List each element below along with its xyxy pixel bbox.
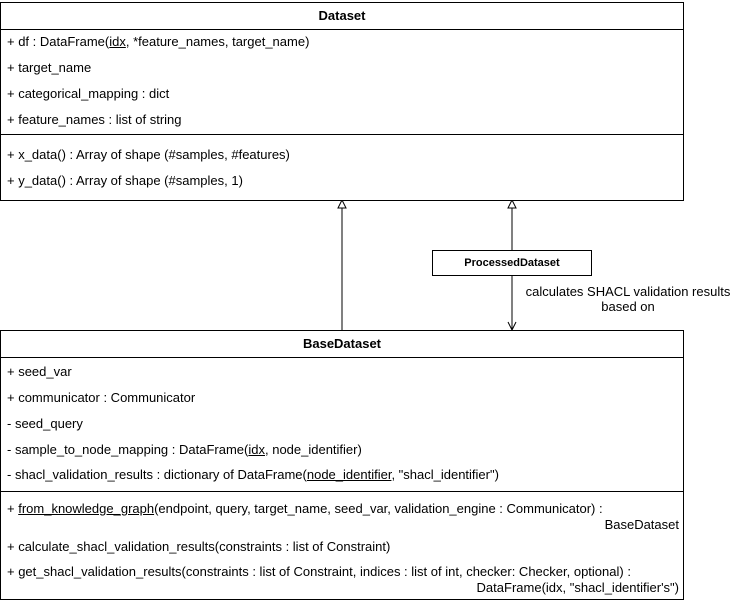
- fkg-prefix: +: [7, 501, 19, 516]
- processed-generalization-arrowhead: [507, 198, 517, 209]
- dataset-separator: [1, 134, 683, 135]
- attribute-df-prefix: + df : DataFrame(: [7, 34, 110, 49]
- attribute-target-name: + target_name: [7, 60, 92, 75]
- mapping-idx: idx: [248, 442, 265, 457]
- association-label-line1: calculates SHACL validation results: [525, 284, 731, 299]
- attribute-df: + df : DataFrame(idx, *feature_names, ta…: [7, 34, 677, 49]
- dataset-class-title: Dataset: [1, 3, 683, 30]
- base-dataset-class-title: BaseDataset: [1, 331, 683, 358]
- method-get-shacl-validation-results: + get_shacl_validation_results(constrain…: [7, 564, 631, 579]
- attribute-df-idx: idx: [109, 34, 126, 49]
- method-from-knowledge-graph-return: BaseDataset: [604, 517, 679, 532]
- fkg-name: from_knowledge_graph: [18, 501, 155, 516]
- attribute-seed-query: - seed_query: [7, 416, 83, 431]
- base-dataset-class: BaseDataset + seed_var + communicator : …: [0, 330, 684, 600]
- attribute-feature-names: + feature_names : list of string: [7, 112, 182, 127]
- mapping-suffix: , node_identifier): [264, 442, 362, 457]
- method-from-knowledge-graph: + from_knowledge_graph(endpoint, query, …: [7, 501, 677, 516]
- association-label-line2: based on: [601, 299, 655, 314]
- attribute-df-suffix: , *feature_names, target_name): [125, 34, 310, 49]
- method-get-shacl-validation-results-return: DataFrame(idx, "shacl_identifier's"): [476, 580, 679, 595]
- base-dataset-separator: [1, 491, 683, 492]
- method-y-data: + y_data() : Array of shape (#samples, 1…: [7, 173, 243, 188]
- method-calculate-shacl-validation-results: + calculate_shacl_validation_results(con…: [7, 539, 391, 554]
- processed-dataset-class: ProcessedDataset: [432, 250, 592, 276]
- generalization-arrowhead: [337, 198, 347, 209]
- dataset-class: Dataset + df : DataFrame(idx, *feature_n…: [0, 2, 684, 201]
- shacl-prefix: - shacl_validation_results : dictionary …: [7, 467, 307, 482]
- attribute-shacl-validation-results: - shacl_validation_results : dictionary …: [7, 467, 677, 482]
- shacl-node-identifier: node_identifier: [306, 467, 392, 482]
- method-x-data: + x_data() : Array of shape (#samples, #…: [7, 147, 290, 162]
- shacl-suffix: , "shacl_identifier"): [391, 467, 499, 482]
- attribute-sample-to-node-mapping: - sample_to_node_mapping : DataFrame(idx…: [7, 442, 677, 457]
- attribute-categorical-mapping: + categorical_mapping : dict: [7, 86, 170, 101]
- fkg-params: (endpoint, query, target_name, seed_var,…: [154, 501, 603, 516]
- mapping-prefix: - sample_to_node_mapping : DataFrame(: [7, 442, 249, 457]
- attribute-seed-var: + seed_var: [7, 364, 72, 379]
- association-label: calculates SHACL validation results base…: [516, 284, 737, 314]
- attribute-communicator: + communicator : Communicator: [7, 390, 196, 405]
